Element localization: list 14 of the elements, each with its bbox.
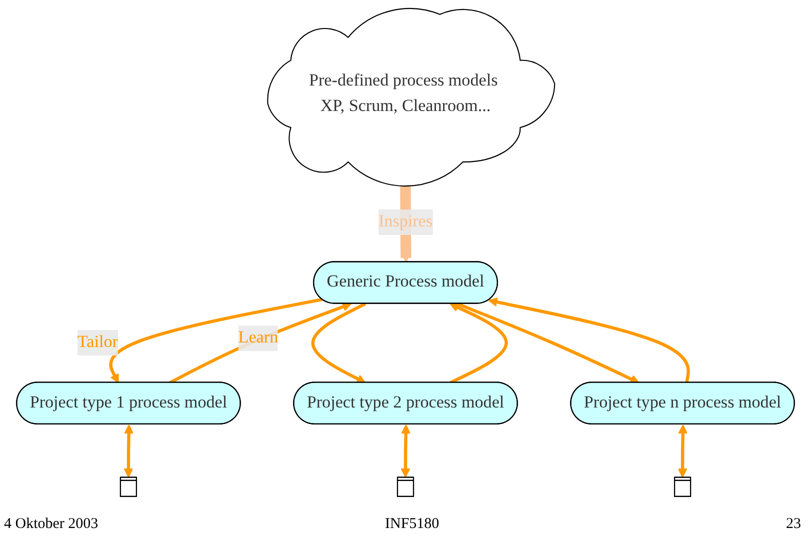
edge-label: Learn — [238, 328, 278, 347]
arrow — [109, 298, 322, 384]
arrow — [456, 302, 640, 384]
arrow — [311, 302, 366, 384]
arrow — [400, 424, 411, 478]
footer-text: 4 Oktober 2003 — [4, 516, 98, 533]
edge-label: Tailor — [77, 333, 118, 352]
arrow — [678, 424, 688, 478]
edge-label: Inspires — [378, 212, 433, 231]
footer-text: INF5180 — [385, 516, 440, 533]
page-number: 23 — [786, 516, 801, 533]
arrow — [168, 302, 352, 384]
arrow — [488, 297, 690, 384]
arrow — [124, 424, 134, 478]
